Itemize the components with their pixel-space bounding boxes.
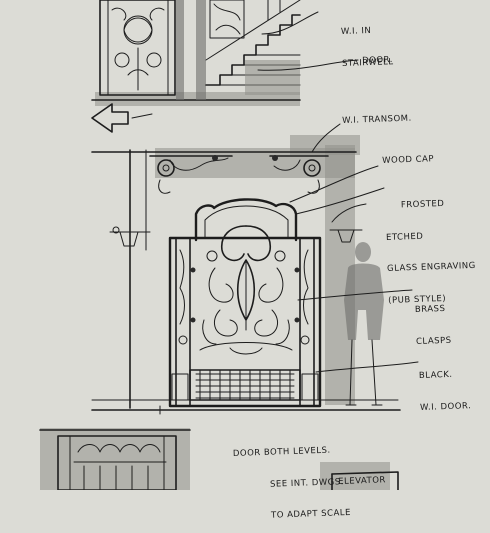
lower-door-sketch — [39, 428, 191, 491]
leader-top-note — [261, 11, 319, 35]
note-brass-line1: BRASS — [414, 303, 446, 315]
note-frosted-line2: ETCHED — [385, 231, 424, 243]
note-frosted-line3: GLASS ENGRAVING — [386, 260, 476, 274]
stairwell-sketch — [91, 0, 301, 133]
note-black-door: BLACK. W.I. DOOR. — [418, 348, 472, 423]
door-elevation — [91, 135, 401, 415]
sketch-sheet: W.I. IN STAIRWELL DOOR. W.I. TRANSOM. WO… — [39, 0, 476, 521]
note-brass-clasps: BRASS CLASPS — [414, 283, 452, 358]
note-wood-cap: WOOD CAP — [382, 154, 435, 166]
scale-figure — [344, 242, 384, 406]
note-stairwell: W.I. IN STAIRWELL — [340, 4, 394, 79]
note-black-line1: BLACK. — [418, 369, 453, 381]
note-both-levels-line3: TO ADAPT SCALE — [270, 507, 352, 521]
note-brass-line2: CLASPS — [415, 335, 452, 347]
note-both-levels-line1: DOOR BOTH LEVELS. — [232, 445, 331, 459]
leaders-main — [289, 123, 419, 373]
note-frosted-line1: FROSTED — [400, 198, 445, 211]
architectural-sketch — [39, 0, 419, 491]
note-stairwell-line1: W.I. IN — [340, 25, 372, 37]
note-elevator: ELEVATOR — [338, 475, 387, 487]
leader-door — [257, 59, 359, 71]
note-both-levels: DOOR BOTH LEVELS. SEE INT. DWGS. TO ADAP… — [232, 424, 351, 533]
note-black-line2: W.I. DOOR. — [419, 400, 472, 413]
elevator-sketch — [320, 462, 399, 491]
note-both-levels-line2: SEE INT. DWGS. — [269, 476, 345, 490]
note-door: DOOR. — [362, 54, 394, 66]
